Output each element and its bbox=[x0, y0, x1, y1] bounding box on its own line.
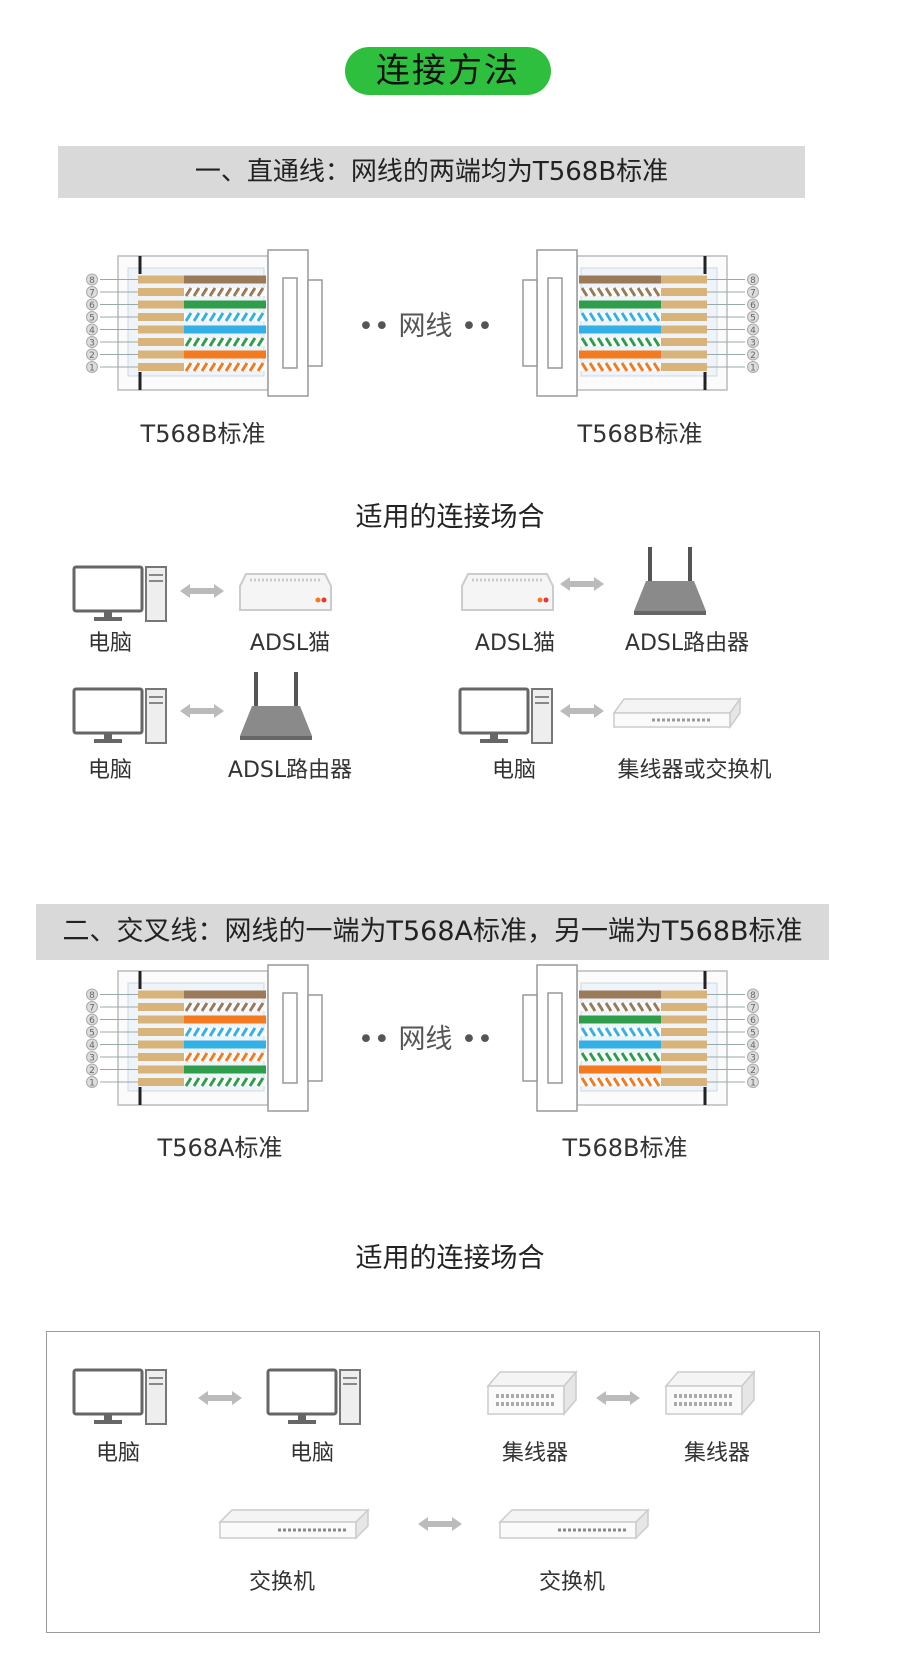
device-label: ADSL猫 bbox=[249, 631, 331, 656]
pin-number: 3 bbox=[750, 1054, 756, 1064]
page-title: 连接方法 bbox=[345, 47, 551, 95]
pin-number: 6 bbox=[89, 1016, 95, 1026]
double-arrow-icon bbox=[418, 1517, 462, 1531]
device-label: 集线器或交换机 bbox=[617, 758, 772, 783]
pin-number: 4 bbox=[750, 326, 756, 336]
dots-left-icon: •• bbox=[358, 311, 399, 342]
switch-icon bbox=[218, 1508, 370, 1540]
pin-number: 3 bbox=[750, 339, 756, 349]
device-label: 电脑 bbox=[289, 1441, 334, 1466]
dots-right-icon: •• bbox=[452, 311, 493, 342]
pin-number: 8 bbox=[89, 991, 95, 1001]
device-label: 交换机 bbox=[248, 1570, 315, 1595]
pin-number: 1 bbox=[750, 364, 756, 374]
adsl-router-icon bbox=[240, 672, 312, 740]
double-arrow-icon bbox=[596, 1391, 640, 1405]
device-label: 集线器 bbox=[501, 1441, 568, 1466]
pin-number: 2 bbox=[89, 351, 95, 361]
usage-title: 适用的连接场合 bbox=[355, 1243, 545, 1274]
left-connector-label: T568B标准 bbox=[140, 420, 266, 448]
pin-number: 7 bbox=[89, 289, 95, 299]
pin-number: 5 bbox=[89, 1029, 95, 1039]
section1-heading: 一、直通线：网线的两端均为T568B标准 bbox=[58, 146, 805, 198]
cable-label: •• 网线 •• bbox=[358, 311, 493, 342]
pin-number: 6 bbox=[89, 301, 95, 311]
section2-heading: 二、交叉线：网线的一端为T568A标准，另一端为T568B标准 bbox=[36, 904, 829, 960]
rj45-connector-left-t568b: 1 2 3 4 5 6 7 8 bbox=[86, 249, 323, 397]
left-connector-label: T568A标准 bbox=[157, 1134, 283, 1162]
right-connector-label: T568B标准 bbox=[577, 420, 703, 448]
pin-number: 6 bbox=[750, 1016, 756, 1026]
usage-box bbox=[46, 1331, 820, 1633]
pin-number: 8 bbox=[89, 276, 95, 286]
pin-number: 1 bbox=[89, 1079, 95, 1089]
pin-number: 7 bbox=[750, 289, 756, 299]
hub-icon bbox=[664, 1369, 756, 1417]
right-connector-label: T568B标准 bbox=[562, 1134, 688, 1162]
pin-number: 2 bbox=[750, 351, 756, 361]
rj45-connector-right-t568b: 1 2 3 4 5 6 7 8 bbox=[522, 249, 759, 397]
adsl-router-icon bbox=[634, 547, 706, 615]
double-arrow-icon bbox=[560, 577, 604, 591]
pin-number: 7 bbox=[750, 1004, 756, 1014]
pin-number: 8 bbox=[750, 991, 756, 1001]
pin-number: 7 bbox=[89, 1004, 95, 1014]
pin-number: 8 bbox=[750, 276, 756, 286]
computer-icon bbox=[72, 1368, 167, 1425]
device-label: 集线器 bbox=[683, 1441, 750, 1466]
dots-right-icon: •• bbox=[452, 1024, 493, 1055]
pin-number: 4 bbox=[89, 326, 95, 336]
usage-title: 适用的连接场合 bbox=[355, 502, 545, 533]
pin-number: 4 bbox=[89, 1041, 95, 1051]
rj45-connector-left-t568a: 1 2 3 4 5 6 7 8 bbox=[86, 964, 323, 1112]
computer-icon bbox=[266, 1368, 361, 1425]
hub-icon bbox=[486, 1369, 578, 1417]
double-arrow-icon bbox=[560, 704, 604, 718]
computer-icon bbox=[458, 687, 553, 744]
device-label: 交换机 bbox=[538, 1570, 605, 1595]
device-label: ADSL路由器 bbox=[624, 631, 750, 656]
pin-number: 5 bbox=[750, 1029, 756, 1039]
pin-number: 3 bbox=[89, 339, 95, 349]
device-label: ADSL猫 bbox=[474, 631, 556, 656]
pin-number: 2 bbox=[750, 1066, 756, 1076]
device-label: 电脑 bbox=[95, 1441, 140, 1466]
adsl-modem-icon bbox=[239, 573, 332, 611]
device-label: ADSL路由器 bbox=[227, 758, 353, 783]
pin-number: 4 bbox=[750, 1041, 756, 1051]
pin-number: 1 bbox=[750, 1079, 756, 1089]
device-label: 电脑 bbox=[87, 758, 132, 783]
switch-icon bbox=[612, 696, 742, 730]
pin-number: 3 bbox=[89, 1054, 95, 1064]
double-arrow-icon bbox=[180, 704, 224, 718]
device-label: 电脑 bbox=[87, 631, 132, 656]
double-arrow-icon bbox=[198, 1391, 242, 1405]
rj45-connector-right-t568b: 1 2 3 4 5 6 7 8 bbox=[522, 964, 759, 1112]
pin-number: 1 bbox=[89, 364, 95, 374]
dots-left-icon: •• bbox=[358, 1024, 399, 1055]
computer-icon bbox=[72, 565, 167, 622]
switch-icon bbox=[498, 1508, 650, 1540]
pin-number: 5 bbox=[89, 314, 95, 324]
pin-number: 6 bbox=[750, 301, 756, 311]
adsl-modem-icon bbox=[461, 573, 554, 611]
pin-number: 5 bbox=[750, 314, 756, 324]
device-label: 电脑 bbox=[491, 758, 536, 783]
double-arrow-icon bbox=[180, 584, 224, 598]
cable-label: •• 网线 •• bbox=[358, 1024, 493, 1055]
computer-icon bbox=[72, 687, 167, 744]
pin-number: 2 bbox=[89, 1066, 95, 1076]
